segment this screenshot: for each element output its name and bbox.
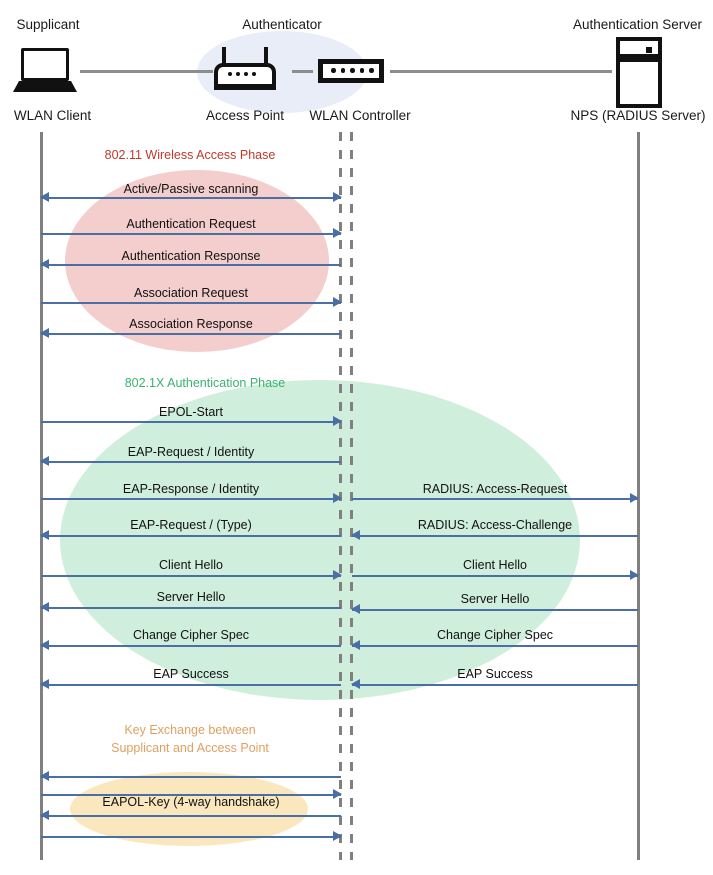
msg-arrow-server-hello-left [40, 600, 341, 616]
msg-label-eap-request-type: EAP-Request / (Type) [130, 518, 252, 532]
device-label-wlan-client: WLAN Client [13, 108, 92, 123]
lifeline-wlan-controller [350, 132, 353, 860]
msg-arrow-active-passive-scanning [40, 190, 342, 206]
role-title-auth-server: Authentication Server [572, 17, 703, 32]
msg-label-radius-access-challenge: RADIUS: Access-Challenge [417, 518, 573, 532]
msg-label-change-cipher-spec-left: Change Cipher Spec [132, 628, 250, 642]
msg-arrow-epol-start [41, 414, 342, 430]
phase-blob-key-exchange [70, 772, 308, 846]
msg-arrow-association-request [41, 295, 342, 311]
role-title-authenticator: Authenticator [242, 17, 322, 32]
msg-arrow-client-hello-left [41, 568, 342, 584]
wireless-router-icon [214, 47, 276, 90]
msg-arrow-server-hello-right [351, 602, 638, 618]
msg-arrow-radius-access-challenge [351, 528, 638, 544]
role-title-supplicant: Supplicant [16, 17, 80, 32]
msg-arrow-eap-success-left [40, 677, 341, 693]
msg-label-change-cipher-spec-right: Change Cipher Spec [436, 628, 554, 642]
device-label-access-point: Access Point [205, 108, 285, 123]
msg-arrow-change-cipher-spec-left [40, 638, 341, 654]
phase-caption-key-exchange-line2: Supplicant and Access Point [111, 741, 269, 755]
msg-arrow-client-hello-right [352, 568, 639, 584]
phase-caption-80211: 802.11 Wireless Access Phase [104, 148, 276, 162]
msg-label-eapol-key: EAPOL-Key (4-way handshake) [102, 795, 280, 809]
phase-caption-8021x: 802.1X Authentication Phase [124, 376, 286, 390]
msg-label-radius-access-request: RADIUS: Access-Request [422, 482, 568, 496]
msg-label-server-hello-left: Server Hello [156, 590, 226, 604]
wire-controller-to-server [390, 70, 612, 73]
phase-caption-key-exchange-line1: Key Exchange between [124, 723, 256, 737]
msg-label-eap-request-identity: EAP-Request / Identity [127, 445, 255, 459]
msg-arrow-change-cipher-spec-right [351, 638, 638, 654]
msg-label-eap-response-identity: EAP-Response / Identity [122, 482, 260, 496]
msg-label-association-response: Association Response [129, 317, 253, 331]
msg-label-client-hello-right: Client Hello [463, 558, 527, 572]
msg-arrow-eapol-key-4 [41, 829, 342, 845]
network-switch-icon [318, 59, 384, 83]
msg-label-authentication-response: Authentication Response [121, 249, 261, 263]
msg-arrow-authentication-request [41, 226, 342, 242]
phase-caption-key-exchange: Key Exchange between Supplicant and Acce… [75, 721, 305, 757]
msg-arrow-eapol-key-2 [41, 787, 342, 803]
lifeline-supplicant [40, 132, 43, 860]
wire-ap-to-controller [292, 70, 313, 73]
msg-label-eap-success-left: EAP Success [153, 667, 229, 681]
msg-arrow-eap-response-identity [41, 491, 342, 507]
device-label-nps: NPS (RADIUS Server) [570, 108, 706, 123]
msg-label-client-hello-left: Client Hello [159, 558, 223, 572]
msg-arrow-radius-access-request [352, 491, 639, 507]
msg-arrow-eapol-key-1 [40, 769, 341, 785]
msg-arrow-eapol-key-3 [40, 808, 341, 824]
server-rack-icon [616, 37, 662, 108]
msg-label-server-hello-right: Server Hello [460, 592, 530, 606]
wire-client-to-ap [80, 70, 213, 73]
laptop-icon [13, 48, 77, 92]
msg-label-association-request: Association Request [134, 286, 248, 300]
msg-arrow-eap-success-right [351, 677, 638, 693]
msg-label-authentication-request: Authentication Request [126, 217, 256, 231]
msg-arrow-authentication-response [40, 257, 341, 273]
msg-label-eap-success-right: EAP Success [457, 667, 533, 681]
msg-label-epol-start: EPOL-Start [159, 405, 223, 419]
msg-arrow-eap-request-type [40, 528, 341, 544]
msg-label-active-passive-scanning: Active/Passive scanning [123, 182, 259, 196]
msg-arrow-association-response [40, 326, 341, 342]
device-label-wlan-controller: WLAN Controller [309, 108, 411, 123]
msg-arrow-eap-request-identity [40, 454, 341, 470]
phase-blob-80211 [65, 170, 329, 352]
